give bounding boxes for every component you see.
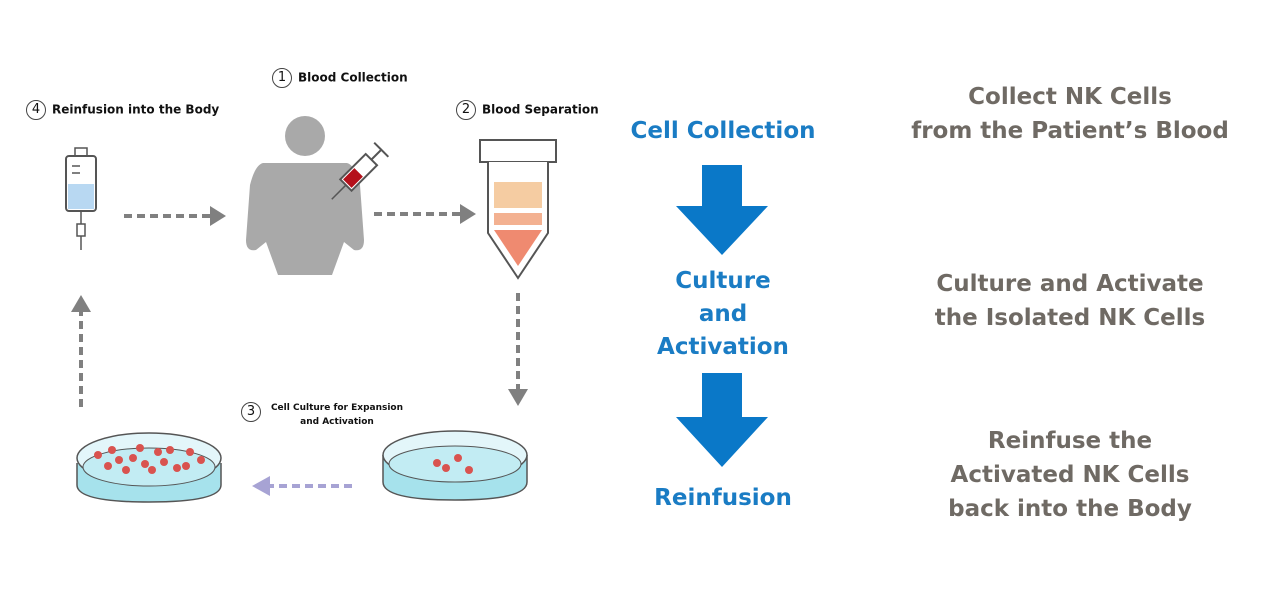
description-culture: Culture and Activate the Isolated NK Cel… xyxy=(934,271,1206,331)
description-collection: Collect NK Cells from the Patient’s Bloo… xyxy=(911,84,1229,144)
arrow-person-to-tube xyxy=(374,204,476,224)
arrow-tube-to-dish xyxy=(508,293,528,406)
down-arrow-icon xyxy=(676,165,768,255)
person-icon xyxy=(246,116,364,275)
step-3-number: 3 xyxy=(241,402,267,422)
petri-dish-icon xyxy=(76,432,222,503)
phase-culture: Culture and Activation xyxy=(657,268,789,360)
arrow-dish-to-dish xyxy=(252,476,352,496)
down-arrow-icon xyxy=(676,373,768,467)
arrow-dish-to-iv xyxy=(71,295,91,407)
syringe-icon xyxy=(331,141,390,200)
phase-collection: Cell Collection xyxy=(630,118,816,144)
step-3-label: Cell Culture for Expansion and Activatio… xyxy=(270,403,404,427)
description-reinfusion: Reinfuse the Activated NK Cells back int… xyxy=(948,428,1192,522)
iv-bag-icon xyxy=(65,147,97,250)
centrifuge-tube-icon xyxy=(479,139,557,280)
phase-reinfusion: Reinfusion xyxy=(654,485,792,511)
arrow-iv-to-person xyxy=(124,206,226,226)
petri-dish-icon xyxy=(382,430,528,501)
